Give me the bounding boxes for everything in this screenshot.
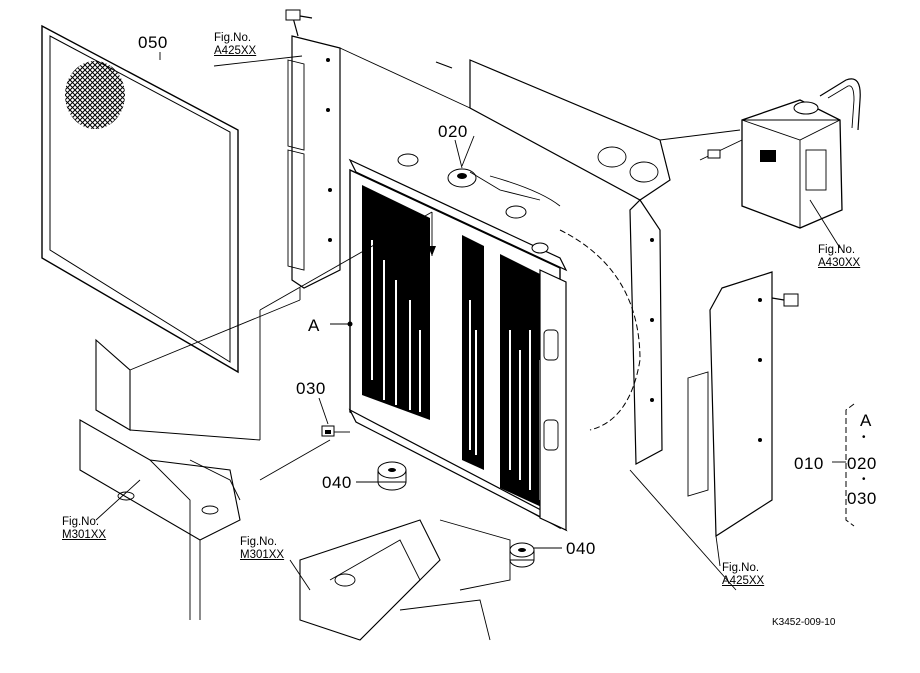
label-part-030: 030	[296, 379, 326, 398]
left-side-bracket	[285, 9, 341, 300]
leader-lines	[95, 47, 841, 591]
label-part-020: 020	[438, 122, 468, 141]
assembly-item-020: 020	[847, 454, 877, 473]
fig-ref-a430xx: Fig.No. A430XX	[818, 244, 860, 270]
label-part-040-top: 040	[322, 473, 352, 492]
fig-ref-a425xx-top: Fig.No. A425XX	[214, 32, 256, 58]
mesh-pattern	[65, 61, 125, 129]
assembly-dot-2: •	[862, 474, 867, 485]
fig-ref-a425xx-bottom: Fig.No. A425XX	[722, 562, 764, 588]
bolt-030	[321, 425, 350, 437]
label-part-050: 050	[138, 33, 168, 52]
fig-ref-line2: A425XX	[722, 575, 765, 587]
assembly-dot-1: •	[862, 432, 867, 443]
assembly-group-bracket	[832, 403, 855, 527]
fig-ref-m301xx-left: Fig.No. M301XX	[62, 516, 106, 542]
fig-ref-line2: M301XX	[240, 549, 285, 561]
radiator-cap-fittings	[397, 139, 561, 254]
fig-ref-line1: Fig.No.	[240, 536, 278, 548]
fig-ref-line1: Fig.No.	[62, 516, 100, 528]
fig-ref-line2: A430XX	[818, 257, 861, 269]
drawing-code: K3452-009-10	[772, 617, 836, 628]
label-part-040-bottom: 040	[566, 539, 596, 558]
fig-ref-line2: M301XX	[62, 529, 107, 541]
fig-ref-m301xx-center: Fig.No. M301XX	[240, 536, 284, 562]
assembly-item-030: 030	[847, 489, 877, 508]
assembly-item-a: A	[860, 411, 872, 430]
reserve-tank	[699, 78, 861, 229]
fan-shroud	[435, 59, 671, 465]
mount-cushions	[377, 461, 535, 568]
radiator-core	[348, 158, 568, 532]
label-part-a: A	[308, 316, 320, 335]
fig-ref-line1: Fig.No.	[818, 244, 856, 256]
fig-ref-line1: Fig.No.	[722, 562, 760, 574]
right-side-bracket	[687, 271, 799, 538]
screen-panel	[41, 24, 239, 374]
fig-ref-line1: Fig.No.	[214, 32, 252, 44]
lower-frame	[79, 299, 511, 641]
label-part-010: 010	[794, 454, 824, 473]
fig-ref-line2: A425XX	[214, 45, 257, 57]
